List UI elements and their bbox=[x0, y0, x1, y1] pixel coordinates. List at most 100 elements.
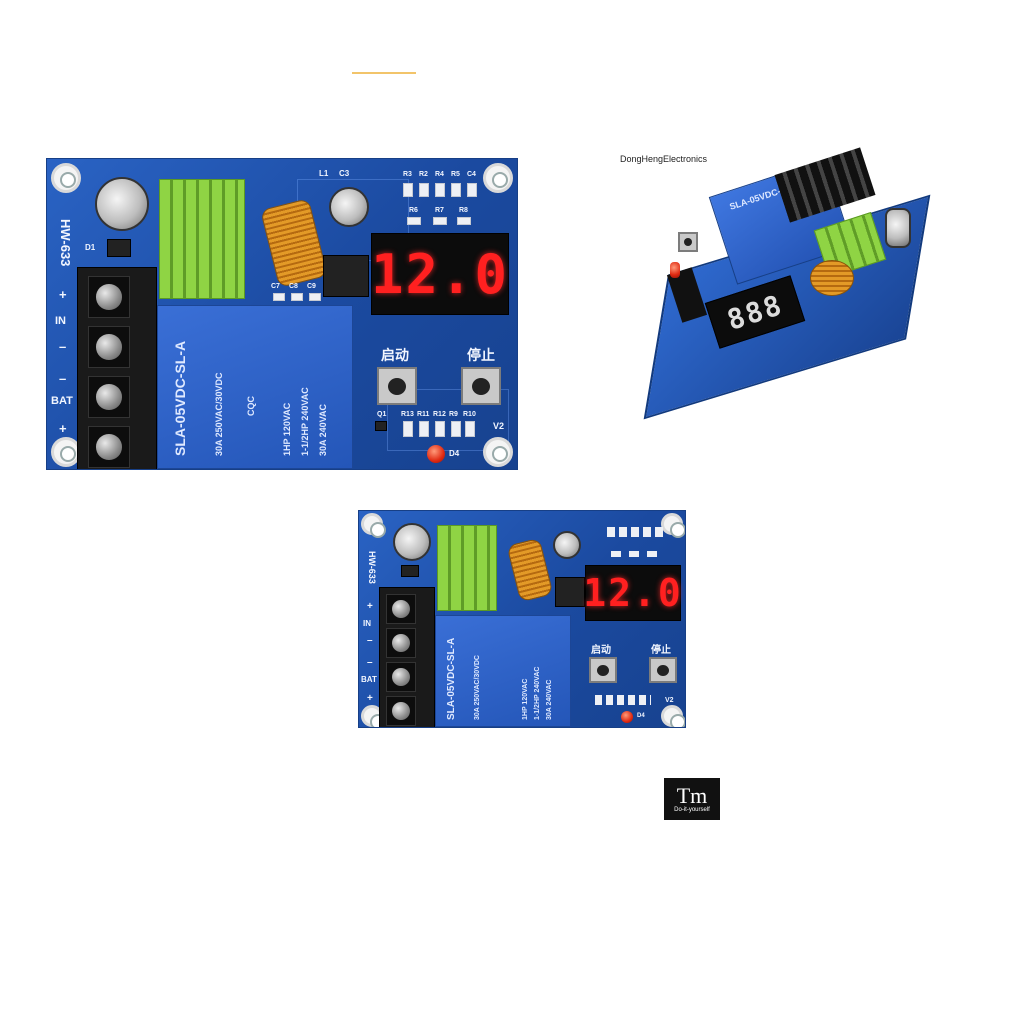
resistor-r4 bbox=[435, 183, 445, 197]
c9-label: C9 bbox=[307, 283, 316, 290]
capacitor-c4 bbox=[467, 183, 477, 197]
terminal-screw-2[interactable] bbox=[88, 326, 130, 368]
r5-label: R5 bbox=[451, 171, 460, 178]
terminal-screw-4[interactable] bbox=[88, 426, 130, 468]
angled-board-image: SLA-05VDC-SL-A 888 bbox=[630, 147, 960, 440]
small-smd-bottom bbox=[595, 695, 651, 705]
small-stop-button[interactable] bbox=[649, 657, 677, 683]
screw-terminal-block bbox=[77, 267, 157, 469]
r9-label: R9 bbox=[449, 411, 458, 418]
r13-label: R13 bbox=[401, 411, 414, 418]
logo-mark: Tm bbox=[676, 783, 708, 808]
c4-label: C4 bbox=[467, 171, 476, 178]
resistor-r9 bbox=[451, 421, 461, 437]
small-terminal-label-1: + bbox=[367, 601, 373, 612]
resistor-r10 bbox=[465, 421, 475, 437]
angled-led bbox=[670, 262, 680, 278]
r12-label: R12 bbox=[433, 411, 446, 418]
mount-hole-tr bbox=[483, 163, 513, 193]
terminal-label-bat: BAT bbox=[51, 395, 73, 407]
r6-label: R6 bbox=[409, 207, 418, 214]
c3-label: C3 bbox=[339, 169, 350, 178]
angled-button[interactable] bbox=[678, 232, 698, 252]
resistor-r5 bbox=[451, 183, 461, 197]
smd-component bbox=[273, 293, 285, 301]
small-terminal-label-2: IN bbox=[363, 619, 371, 628]
status-led-d4 bbox=[427, 445, 445, 463]
r11-label: R11 bbox=[417, 411, 430, 418]
small-display-reading: 12.0 bbox=[583, 571, 683, 615]
smd-component bbox=[291, 293, 303, 301]
r7-label: R7 bbox=[435, 207, 444, 214]
q1-label: Q1 bbox=[377, 411, 387, 418]
angled-inductor bbox=[810, 260, 854, 296]
large-pcb-board: HW-633 D1 + IN – – BAT + SLA-05VDC-SL-A … bbox=[46, 158, 518, 470]
resistor-r2 bbox=[419, 183, 429, 197]
small-terminal-screw-1[interactable] bbox=[386, 594, 416, 624]
small-terminal-screw-4[interactable] bbox=[386, 696, 416, 726]
r4-label: R4 bbox=[435, 171, 444, 178]
small-cap-small bbox=[553, 531, 581, 559]
small-cap-large bbox=[393, 523, 431, 561]
top-accent-line bbox=[352, 72, 416, 74]
resistor-r12 bbox=[435, 421, 445, 437]
resistor-r6 bbox=[407, 217, 421, 225]
angled-display-reading: 888 bbox=[722, 287, 787, 337]
start-label: 启动 bbox=[381, 347, 409, 363]
v2-label: V2 bbox=[493, 421, 505, 431]
brand-watermark: DongHengElectronics bbox=[620, 154, 708, 164]
resistor-r11 bbox=[419, 421, 429, 437]
small-heatsink bbox=[437, 525, 497, 611]
mount-hole-tl bbox=[51, 163, 81, 193]
logo-tagline: Do-it-yourself bbox=[674, 807, 710, 813]
diode-d1 bbox=[107, 239, 131, 257]
small-terminal-screw-2[interactable] bbox=[386, 628, 416, 658]
stop-label: 停止 bbox=[467, 347, 495, 363]
small-mount-hole-tl bbox=[361, 513, 386, 538]
resistor-r8 bbox=[457, 217, 471, 225]
small-pcb-board: HW-633 + IN – – BAT + SLA-05VDC-SL-A 30A… bbox=[358, 510, 686, 728]
small-mount-hole-br bbox=[661, 705, 685, 727]
small-smd-mid bbox=[611, 551, 661, 557]
controller-ic bbox=[323, 255, 369, 297]
cqc-mark: CQC bbox=[246, 396, 256, 416]
electrolytic-capacitor-large bbox=[95, 177, 149, 231]
terminal-screw-3[interactable] bbox=[88, 376, 130, 418]
terminal-label-plus-bat: + bbox=[59, 421, 67, 436]
small-relay: SLA-05VDC-SL-A 30A 250VAC/30VDC 1HP 120V… bbox=[435, 615, 571, 727]
terminal-screw-1[interactable] bbox=[88, 276, 130, 318]
l1-label: L1 bbox=[319, 169, 329, 178]
display-reading: 12.0 bbox=[370, 242, 510, 306]
small-terminal-label-3: – bbox=[367, 635, 373, 646]
small-model-label: HW-633 bbox=[367, 551, 377, 584]
resistor-r3 bbox=[403, 183, 413, 197]
terminal-label-minus-in: – bbox=[59, 339, 67, 354]
resistor-r13 bbox=[403, 421, 413, 437]
r8-label: R8 bbox=[459, 207, 468, 214]
small-terminal-screw-3[interactable] bbox=[386, 662, 416, 692]
model-label: HW-633 bbox=[58, 219, 73, 267]
small-smd-top bbox=[607, 527, 667, 537]
resistor-r7 bbox=[433, 217, 447, 225]
d1-label: D1 bbox=[85, 243, 96, 252]
terminal-label-in: IN bbox=[55, 315, 66, 327]
small-status-led bbox=[621, 711, 633, 723]
r2-label: R2 bbox=[419, 171, 428, 178]
terminal-label-minus-bat: – bbox=[59, 371, 67, 386]
angled-capacitor bbox=[885, 208, 911, 248]
r3-label: R3 bbox=[403, 171, 412, 178]
c8-label: C8 bbox=[289, 283, 298, 290]
small-start-label: 启动 bbox=[591, 645, 611, 656]
start-button[interactable] bbox=[377, 367, 417, 405]
small-d4-label: D4 bbox=[637, 713, 645, 719]
transistor-q1 bbox=[375, 421, 387, 431]
small-v2-label: V2 bbox=[665, 697, 674, 704]
small-terminal-block bbox=[379, 587, 435, 727]
small-start-button[interactable] bbox=[589, 657, 617, 683]
small-terminal-label-6: + bbox=[367, 693, 373, 704]
small-terminal-label-4: – bbox=[367, 657, 373, 668]
mount-hole-br bbox=[483, 437, 513, 467]
small-ic bbox=[555, 577, 585, 607]
c7-label: C7 bbox=[271, 283, 280, 290]
stop-button[interactable] bbox=[461, 367, 501, 405]
